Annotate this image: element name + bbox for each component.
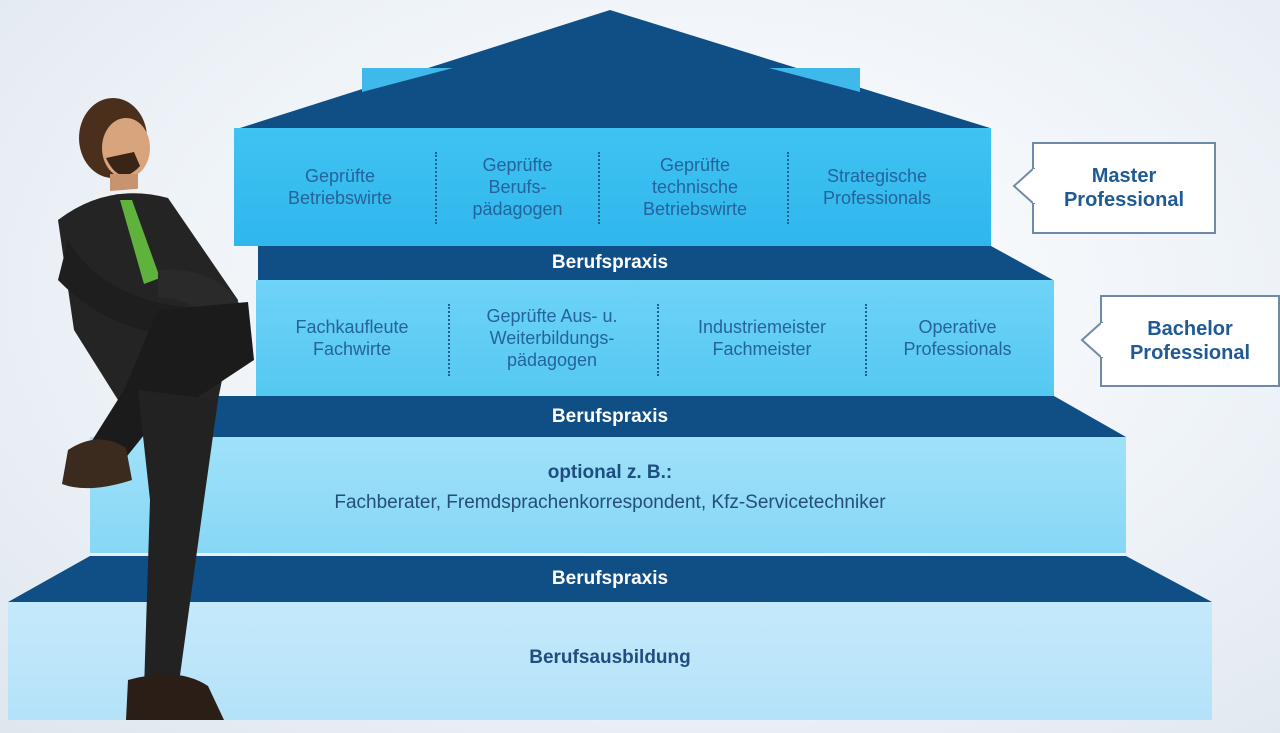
roof-left-notch <box>362 68 453 92</box>
optional-tier <box>90 437 1126 553</box>
optional-heading: optional z. B.: <box>547 462 673 483</box>
master-divider-3 <box>787 152 789 224</box>
bachelor-item-1: Fachkaufleute Fachwirte <box>295 317 409 359</box>
businessman-sitting-icon <box>58 98 254 720</box>
optional-examples: Fachberater, Fremdsprachenkorrespondent,… <box>334 492 886 513</box>
roof-right-notch <box>769 68 860 92</box>
bachelor-callout-pointer <box>1080 322 1104 358</box>
bachelor-divider-2 <box>657 304 659 376</box>
roof-triangle <box>240 10 990 128</box>
base-label: Berufsausbildung <box>529 647 691 668</box>
master-divider-2 <box>598 152 600 224</box>
practice-band-1: Berufspraxis <box>551 252 669 273</box>
bachelor-divider-1 <box>448 304 450 376</box>
bachelor-tier <box>256 280 1054 396</box>
bachelor-item-4: Operative Professionals <box>903 317 1012 359</box>
master-tier <box>234 128 991 246</box>
master-callout-pointer <box>1012 168 1036 204</box>
master-item-3: Geprüfte technische Betriebswirte <box>642 155 748 219</box>
bachelor-divider-3 <box>865 304 867 376</box>
bachelor-item-3: Industriemeister Fachmeister <box>697 317 827 359</box>
master-item-2: Geprüfte Berufs- pädagogen <box>472 155 563 219</box>
practice-band-3: Berufspraxis <box>551 568 669 589</box>
bachelor-professional-callout: Bachelor Professional <box>1100 295 1280 387</box>
practice-band-2: Berufspraxis <box>551 405 669 427</box>
master-item-1: Geprüfte Betriebswirte <box>287 166 393 208</box>
master-item-4: Strategische Professionals <box>822 166 932 208</box>
master-professional-callout: Master Professional <box>1032 142 1216 234</box>
master-divider-1 <box>435 152 437 224</box>
bachelor-item-2: Geprüfte Aus- u. Weiterbildungs- pädagog… <box>486 306 618 370</box>
